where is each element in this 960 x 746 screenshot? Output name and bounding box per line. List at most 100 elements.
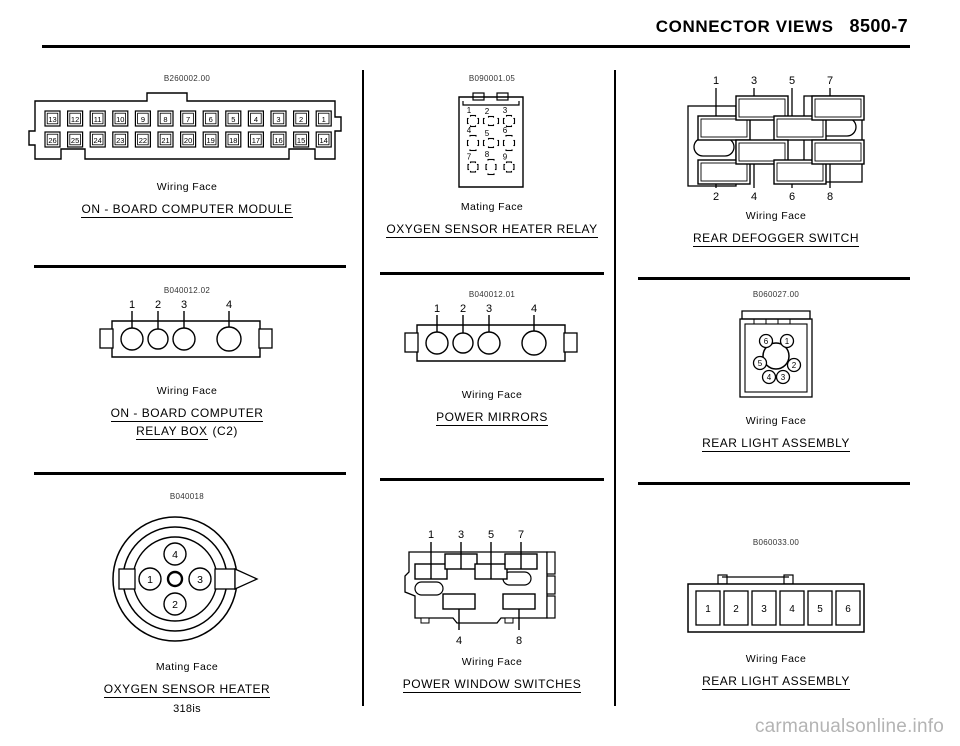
pin-label-23: 23 <box>116 136 124 145</box>
part-number: B060033.00 <box>752 538 800 547</box>
pin-label-14: 14 <box>320 136 328 145</box>
pin-terminal-1 <box>425 331 449 355</box>
pin-label-8: 8 <box>163 115 167 124</box>
pin-label-1: 1 <box>467 106 472 115</box>
pin-label-6: 6 <box>789 191 795 203</box>
pin-label-5: 5 <box>231 115 235 124</box>
connector-title-line2: RELAY BOX(C2) <box>136 424 238 440</box>
pin-label-9: 9 <box>141 115 145 124</box>
pin-terminal-4 <box>779 590 805 626</box>
pin-label-4: 4 <box>254 115 258 124</box>
pin-terminal-8 <box>811 139 865 165</box>
pin-terminal-4 <box>521 330 547 356</box>
pin-label-21: 21 <box>161 136 169 145</box>
pin-terminal-4 <box>163 542 187 566</box>
pin-label-4: 4 <box>226 299 232 311</box>
pin-cell <box>44 131 61 148</box>
pin-cell <box>44 110 61 127</box>
pin-label-20: 20 <box>184 136 192 145</box>
pin-label-7: 7 <box>518 529 524 541</box>
pin-terminal-2 <box>482 115 500 127</box>
row-divider-col3-b <box>638 482 910 485</box>
connector-title: REAR DEFOGGER SWITCH <box>692 231 859 247</box>
pin-label-1: 1 <box>705 604 711 615</box>
pin-label-2: 2 <box>733 604 739 615</box>
pin-label-4: 4 <box>767 373 772 382</box>
pin-label-3: 3 <box>276 115 280 124</box>
pin-label-5: 5 <box>488 529 494 541</box>
pin-label-7: 7 <box>827 75 833 87</box>
part-number: B040012.02 <box>163 286 211 295</box>
part-number: B090001.05 <box>468 74 516 83</box>
pin-label-4: 4 <box>751 191 757 203</box>
pin-label-2: 2 <box>792 361 797 370</box>
pin-terminal-1 <box>779 333 795 349</box>
face-label: Wiring Face <box>745 653 807 665</box>
pin-cell <box>270 110 287 127</box>
pin-label-5: 5 <box>789 75 795 87</box>
pin-terminal-4 <box>466 134 480 152</box>
pin-label-6: 6 <box>845 604 851 615</box>
pin-cell <box>157 110 174 127</box>
header-divider <box>42 45 910 48</box>
pin-terminal-1 <box>138 567 162 591</box>
pin-terminal-2 <box>723 590 749 626</box>
pin-label-2: 2 <box>299 115 303 124</box>
foot-left <box>420 617 430 624</box>
pin-label-8: 8 <box>485 150 490 159</box>
pin-label-3: 3 <box>197 574 203 586</box>
connector-title: OXYGEN SENSOR HEATER RELAY <box>386 222 598 238</box>
row-divider-col2-b <box>380 478 604 481</box>
pin-label-3: 3 <box>761 604 767 615</box>
pin-label-3: 3 <box>181 299 187 311</box>
pin-label-1: 1 <box>428 529 434 541</box>
part-number: B260002.00 <box>163 74 211 83</box>
pin-terminal-5 <box>752 355 768 371</box>
pin-label-9: 9 <box>503 153 508 162</box>
latch-left <box>404 332 419 353</box>
pin-cell <box>112 131 129 148</box>
pin-cell <box>293 131 310 148</box>
pin-terminal-1 <box>120 327 144 351</box>
pin-label-6: 6 <box>764 337 769 346</box>
pin-label-24: 24 <box>94 136 102 145</box>
latch-bottom <box>546 595 556 619</box>
row-divider-col2-a <box>380 272 604 275</box>
pin-label-1: 1 <box>322 115 326 124</box>
column-divider-left <box>362 70 364 706</box>
pin-label-26: 26 <box>48 136 56 145</box>
pin-cell <box>66 131 84 148</box>
pin-label-3: 3 <box>503 106 508 115</box>
pin-label-8: 8 <box>827 191 833 203</box>
pin-cell <box>134 131 152 148</box>
pin-cell <box>225 110 242 127</box>
pin-cell <box>225 131 242 148</box>
pin-terminal-8 <box>485 158 497 176</box>
page-title: CONNECTOR VIEWS <box>655 17 834 36</box>
pin-cell <box>293 110 310 127</box>
pin-label-1: 1 <box>434 303 440 315</box>
pin-terminal-4 <box>442 593 476 610</box>
pin-terminal-7 <box>811 95 865 121</box>
part-number: B040012.01 <box>468 290 516 299</box>
pin-cell <box>134 110 152 127</box>
pin-terminal-2 <box>147 328 169 350</box>
connector-title: POWER MIRRORS <box>436 410 548 426</box>
pin-label-12: 12 <box>71 115 79 124</box>
connector-title: ON - BOARD COMPUTER <box>110 406 264 422</box>
pin-terminal-3 <box>188 567 212 591</box>
latch-right <box>258 328 273 349</box>
pin-label-1: 1 <box>147 574 153 586</box>
pin-terminal-2 <box>786 357 802 373</box>
pin-terminal-1 <box>466 114 480 128</box>
face-label: Wiring Face <box>461 656 523 668</box>
pin-label-22: 22 <box>139 136 147 145</box>
pin-label-4: 4 <box>789 604 795 615</box>
